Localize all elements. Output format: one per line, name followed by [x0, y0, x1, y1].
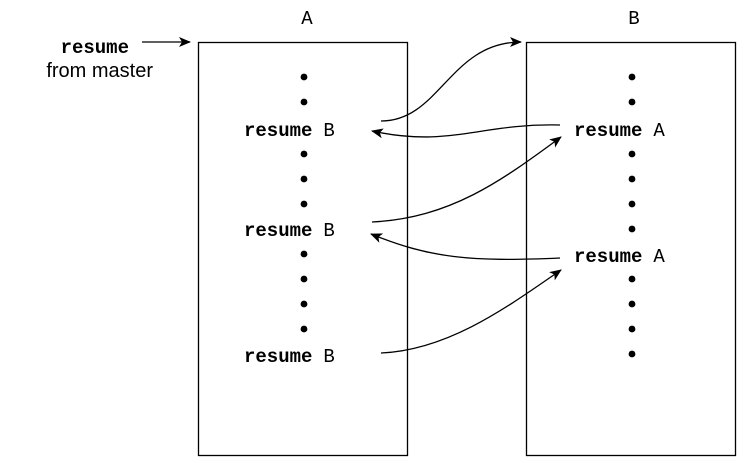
arrow-b1-to-a1 — [371, 124, 561, 139]
a-statement-1: resume B — [244, 120, 335, 142]
a-statement-3: resume B — [244, 346, 335, 368]
a-statement-1-target: B — [323, 120, 334, 142]
coroutine-b-ellipsis — [628, 73, 636, 358]
master-caption: from master — [46, 60, 153, 82]
a-statement-3-target: B — [323, 346, 334, 368]
coroutine-b-box — [525, 41, 737, 457]
a-statement-3-keyword: resume — [244, 346, 312, 368]
coroutine-a-ellipsis — [300, 73, 308, 333]
arrow-a1-to-b-start — [380, 37, 522, 122]
a-statement-2: resume B — [244, 220, 335, 242]
b-statement-2: resume A — [574, 246, 665, 268]
master-resume-keyword: resume — [61, 37, 129, 59]
a-statement-2-keyword: resume — [244, 220, 312, 242]
b-statement-1-target: A — [653, 120, 665, 142]
arrow-a3-to-b2 — [380, 269, 562, 354]
b-statement-2-target: A — [653, 246, 665, 268]
a-statement-1-keyword: resume — [244, 120, 312, 142]
b-statement-1: resume A — [574, 120, 665, 142]
b-statement-2-keyword: resume — [574, 246, 642, 268]
b-statement-1-keyword: resume — [574, 120, 642, 142]
coroutine-a-title: A — [301, 8, 313, 30]
arrow-b2-to-a2 — [370, 233, 561, 261]
coroutine-a-box — [197, 41, 409, 457]
coroutine-b-title: B — [628, 8, 639, 30]
arrow-a2-to-b1 — [371, 136, 562, 223]
a-statement-2-target: B — [323, 220, 334, 242]
